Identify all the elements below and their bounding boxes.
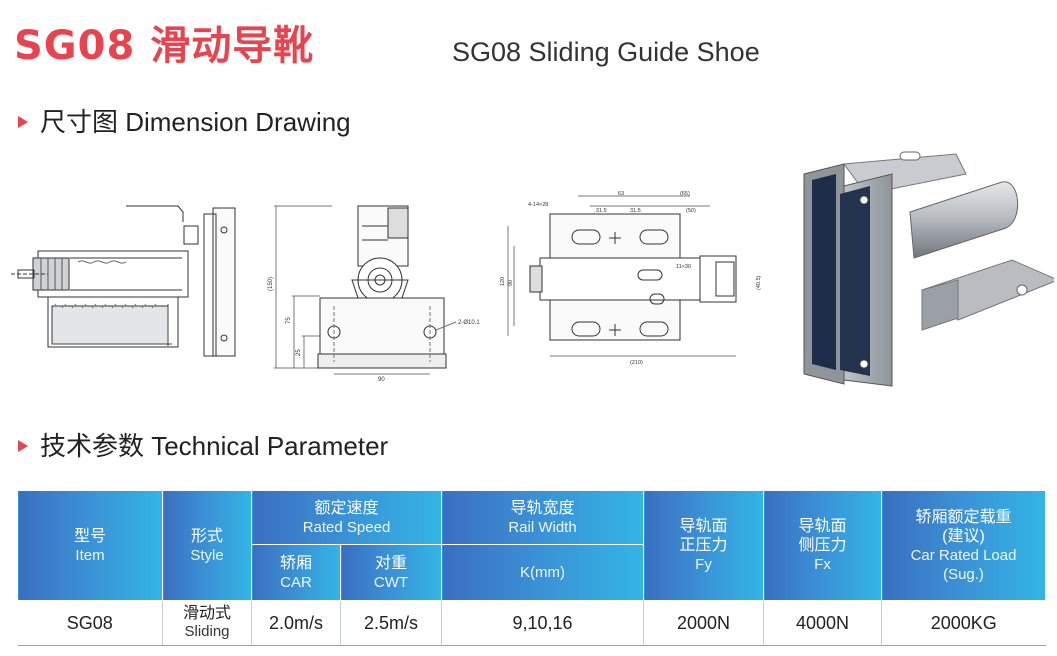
dim-75: 75 bbox=[286, 317, 292, 324]
dim-31-5-a: 31.5 bbox=[596, 208, 607, 214]
dim-63: 63 bbox=[618, 191, 624, 197]
triangle-bullet-icon bbox=[18, 116, 28, 128]
cell-car-speed: 2.0m/s bbox=[251, 600, 341, 646]
triangle-bullet-icon bbox=[18, 440, 28, 452]
dim-31-5-b: 31.5 bbox=[630, 208, 641, 214]
section-dimension-drawing-label: 尺寸图 Dimension Drawing bbox=[40, 107, 351, 137]
dim-height-150: (150) bbox=[268, 277, 274, 291]
section-technical-parameter: 技术参数 Technical Parameter bbox=[18, 430, 388, 462]
product-photo bbox=[803, 151, 1054, 387]
dim-90-b: 90 bbox=[508, 280, 514, 286]
dim-hole: 2-Ø10.1 bbox=[458, 320, 480, 326]
cell-fy: 2000N bbox=[643, 600, 765, 646]
page-title: SG08 滑动导靴 bbox=[14, 23, 315, 69]
section-technical-parameter-label: 技术参数 Technical Parameter bbox=[40, 431, 389, 461]
page-subtitle: SG08 Sliding Guide Shoe bbox=[452, 37, 760, 67]
cell-cwt-speed: 2.5m/s bbox=[340, 600, 443, 646]
dim-25: 25 bbox=[296, 349, 302, 356]
section-dimension-drawing: 尺寸图 Dimension Drawing bbox=[18, 106, 351, 138]
drawing-top-view: 4-14×28 63 (65) 31.5 31.5 (50) 120 90 11… bbox=[500, 191, 762, 366]
dim-slot-11x30: 11×30 bbox=[676, 264, 691, 270]
cell-rail-width: 9,10,16 bbox=[441, 600, 645, 646]
dim-slots: 4-14×28 bbox=[528, 202, 548, 208]
drawing-front-view: (150) 75 25 2-Ø10.1 90 bbox=[268, 205, 480, 382]
dim-width-90: 90 bbox=[378, 377, 385, 382]
cell-model: SG08 bbox=[17, 600, 163, 646]
header-k-mm: K(mm) bbox=[441, 544, 645, 601]
dim-50: (50) bbox=[686, 208, 696, 214]
dim-65: (65) bbox=[680, 191, 690, 197]
cell-load: 2000KG bbox=[881, 600, 1046, 646]
dim-40-5: (40.5) bbox=[756, 275, 762, 290]
dim-210: (210) bbox=[630, 360, 643, 366]
cell-fx: 4000N bbox=[763, 600, 883, 646]
header-car-rated-load: 轿厢额定载重(建议)Car Rated Load(Sug.) bbox=[881, 490, 1047, 601]
dim-120: 120 bbox=[500, 277, 506, 286]
drawing-side-section bbox=[11, 205, 236, 357]
